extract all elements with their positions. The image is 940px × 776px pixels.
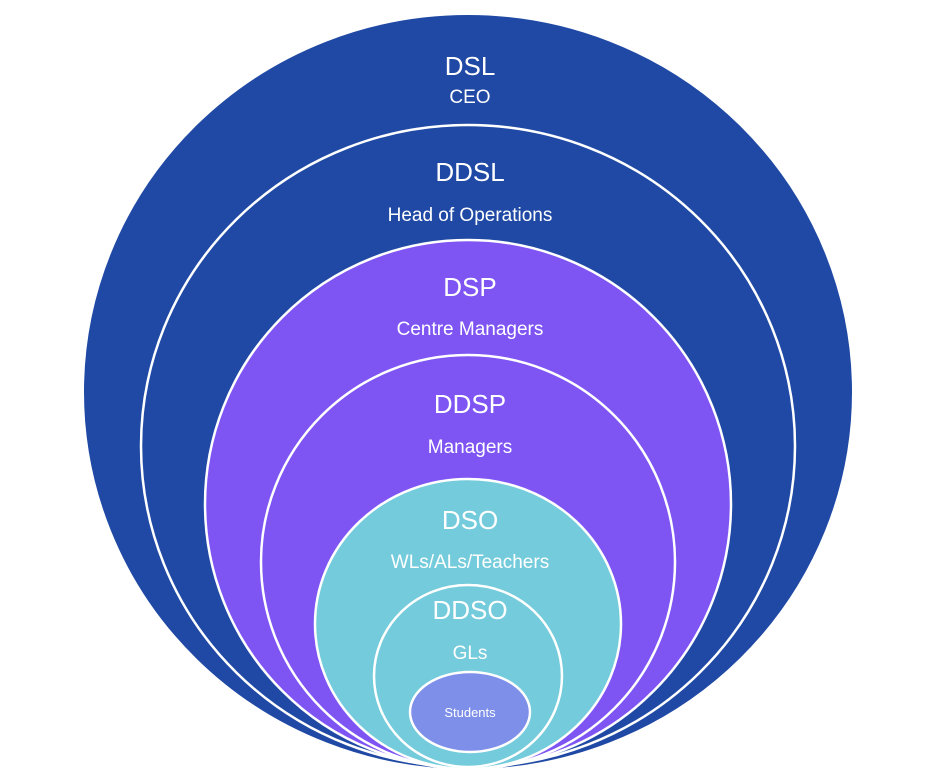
layer-subtitle-ddsp: Managers [428,437,513,458]
layer-subtitle-ddso: GLs [453,643,488,664]
layer-title-ddso: DDSO [432,595,507,625]
layer-subtitle-dsp: Centre Managers [397,319,544,340]
layer-subtitle-dso: WLs/ALs/Teachers [391,552,549,573]
layer-title-dsl: DSL [445,51,496,81]
layer-title-dso: DSO [442,505,498,535]
circle-students [408,670,532,754]
layer-title-ddsl: DDSL [435,157,504,187]
layer-subtitle-ddsl: Head of Operations [388,205,553,226]
layer-title-ddsp: DDSP [434,389,506,419]
layer-subtitle-dsl: CEO [449,87,490,108]
layer-title-students: Students [444,705,496,720]
layer-title-dsp: DSP [443,272,496,302]
